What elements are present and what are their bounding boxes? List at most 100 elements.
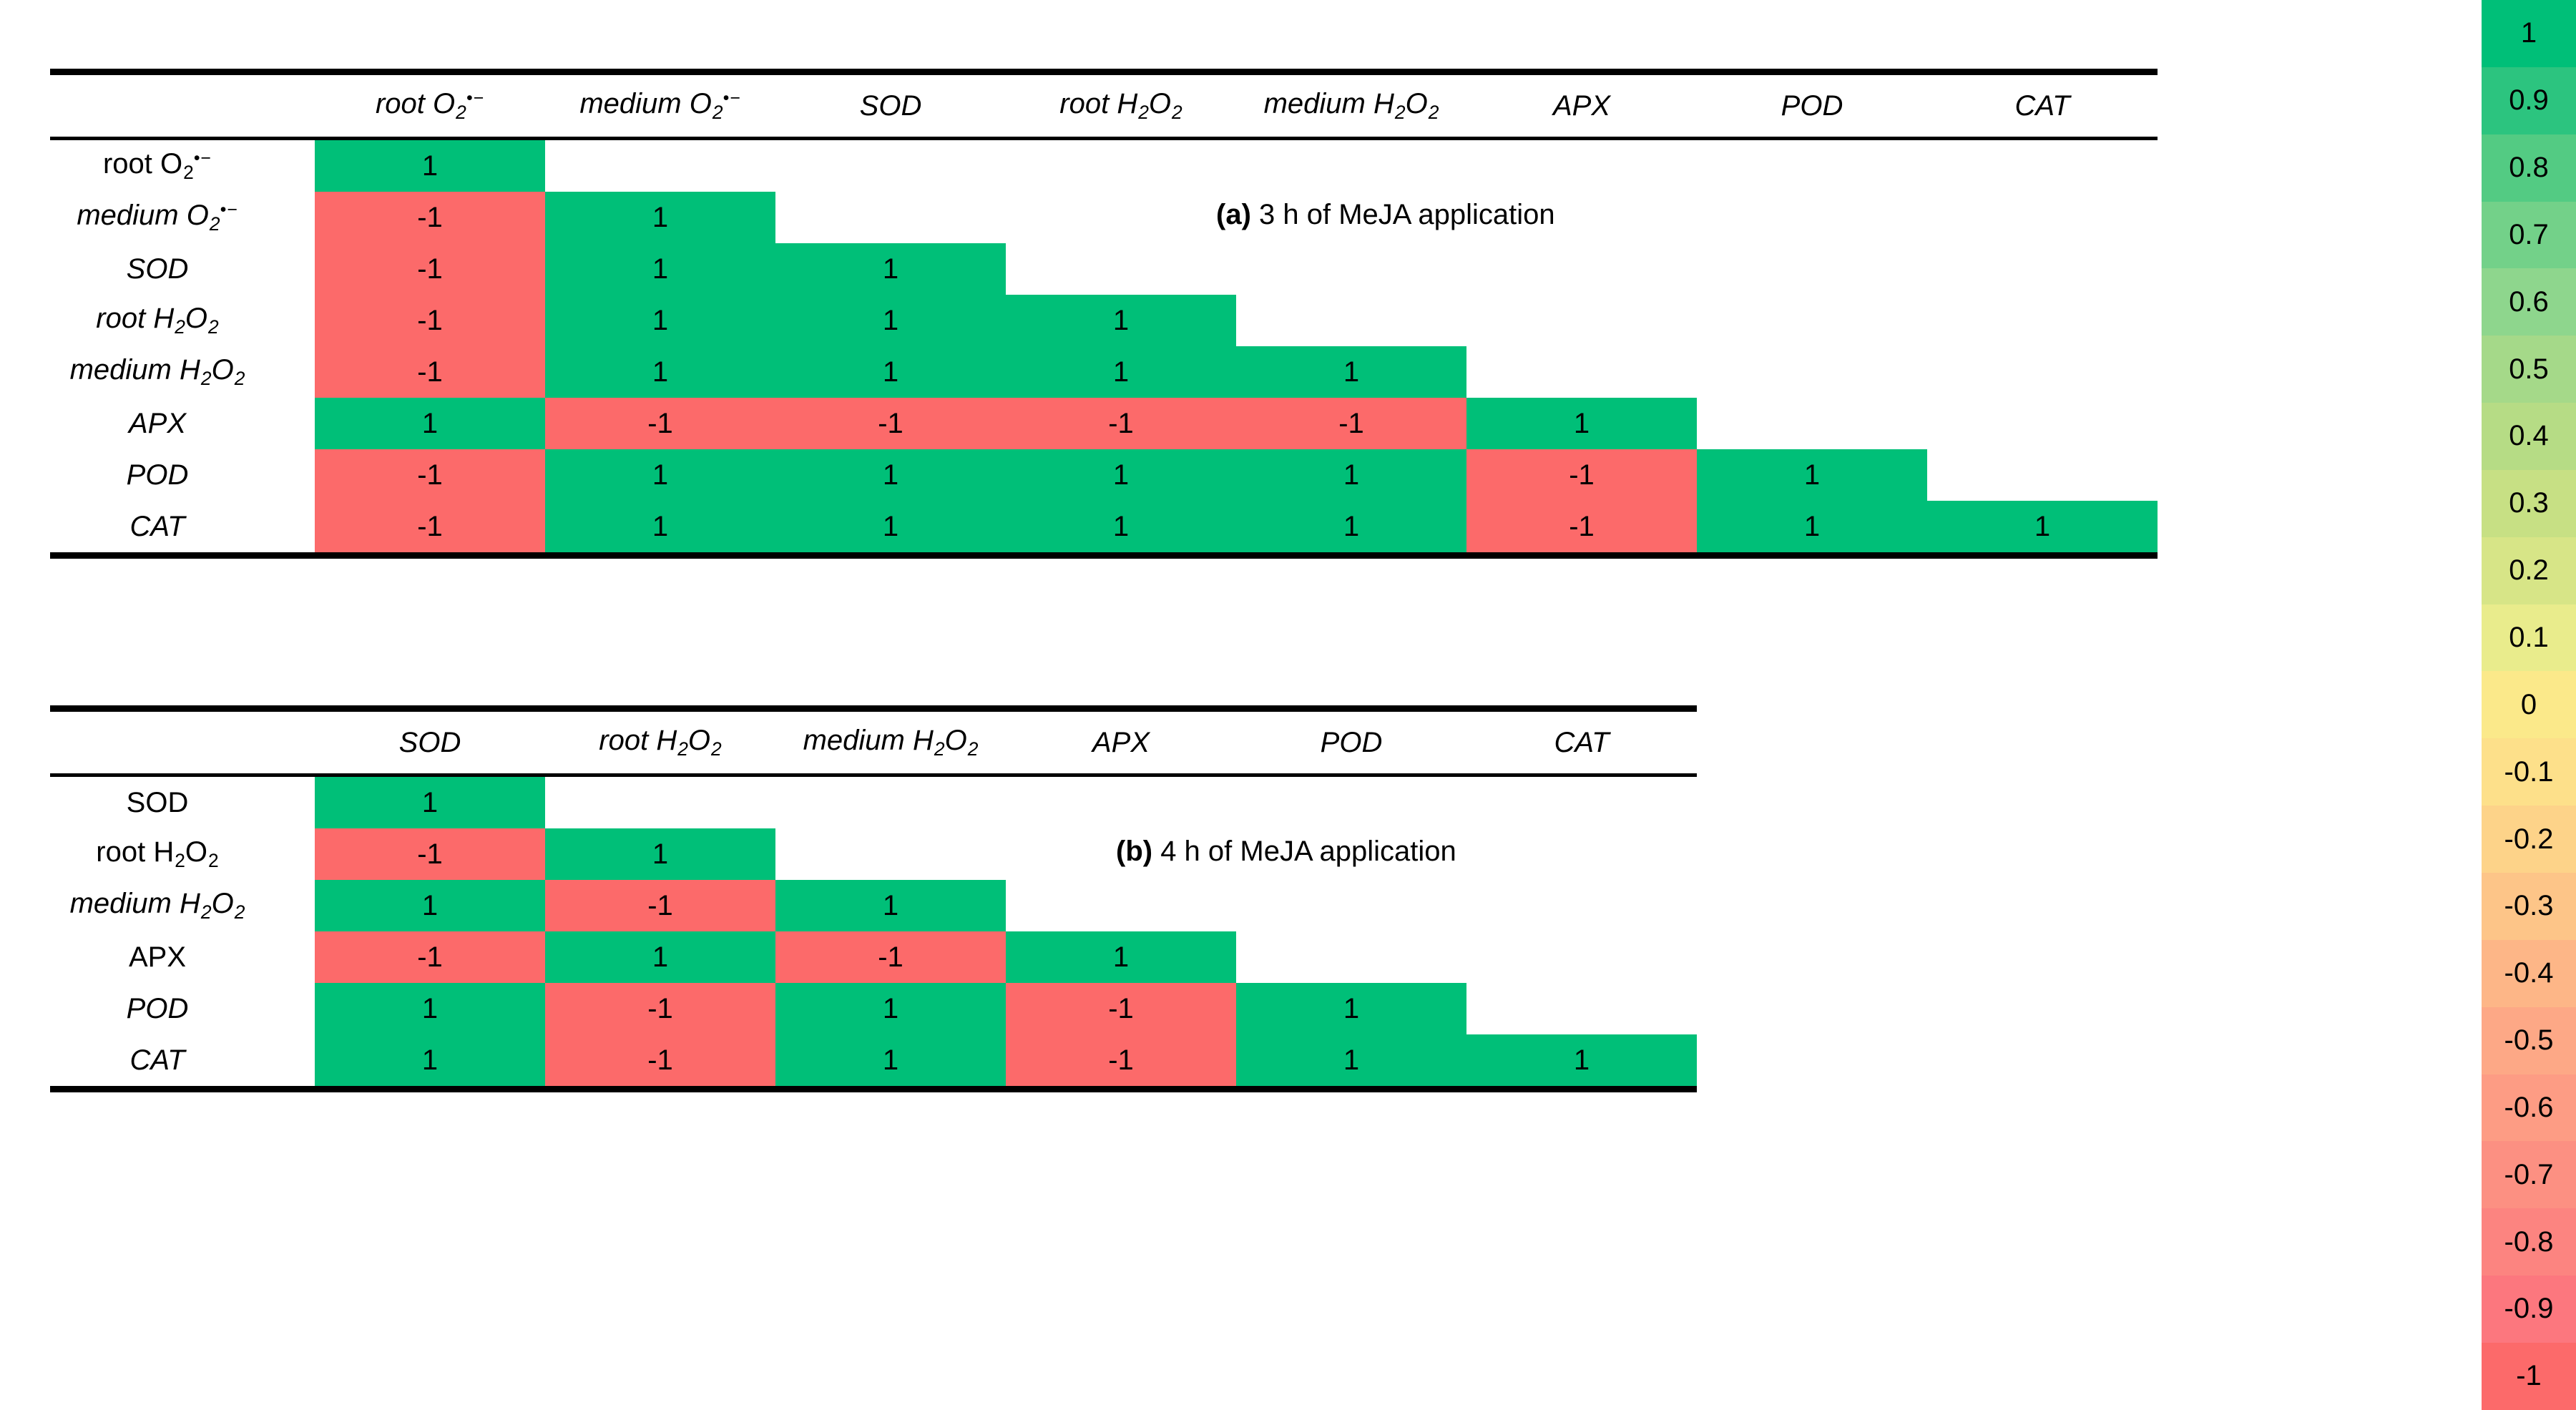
legend-swatch: -0.9 — [2482, 1276, 2576, 1343]
column-header: SOD — [859, 89, 922, 122]
column-header: CAT — [2014, 89, 2070, 122]
row-header: root H2O2 — [96, 836, 219, 871]
matrix-cell — [1466, 777, 1697, 828]
matrix-cell: 1 — [775, 346, 1006, 398]
legend-swatch: -0.3 — [2482, 872, 2576, 940]
matrix-cell — [1927, 243, 2158, 295]
matrix-cell — [1927, 295, 2158, 346]
row-header: root O2•− — [102, 148, 212, 183]
matrix-cell: 1 — [545, 243, 775, 295]
matrix-cell — [1466, 140, 1697, 192]
matrix-cell: 1 — [775, 449, 1006, 501]
matrix-cell: -1 — [1466, 501, 1697, 552]
row-header: medium O2•− — [77, 200, 238, 235]
legend-swatch: -0.7 — [2482, 1141, 2576, 1209]
matrix-cell — [1466, 880, 1697, 931]
matrix-cell: 1 — [315, 777, 545, 828]
matrix-cell — [1006, 243, 1236, 295]
legend-swatch: -0.6 — [2482, 1074, 2576, 1142]
legend-swatch: -0.2 — [2482, 806, 2576, 873]
panel-top-rule — [50, 69, 2158, 75]
row-header: SOD — [126, 786, 189, 818]
panel-caption-text: 3 h of MeJA application — [1250, 199, 1555, 230]
row-header: CAT — [129, 1044, 185, 1076]
matrix-cell — [1927, 346, 2158, 398]
matrix-cell: 1 — [1236, 449, 1466, 501]
matrix-cell: 1 — [545, 931, 775, 983]
matrix-cell — [1697, 192, 1927, 243]
matrix-cell — [775, 192, 1006, 243]
matrix-cell — [775, 140, 1006, 192]
row-header: CAT — [129, 510, 185, 542]
matrix-cell — [1927, 398, 2158, 449]
row-header: root H2O2 — [96, 303, 219, 338]
row-header: SOD — [126, 253, 189, 285]
matrix-cell — [1466, 931, 1697, 983]
table-row: SOD 1 — [0, 777, 1697, 828]
matrix-cell — [1236, 931, 1466, 983]
matrix-cell: 1 — [775, 295, 1006, 346]
matrix-cell — [775, 828, 1006, 880]
legend-swatch: 0.4 — [2482, 403, 2576, 470]
matrix-cell: 1 — [775, 880, 1006, 931]
matrix-cell: 1 — [1006, 931, 1236, 983]
matrix-cell — [1466, 295, 1697, 346]
matrix-cell: 1 — [1006, 449, 1236, 501]
matrix-cell — [1466, 243, 1697, 295]
column-header: CAT — [1554, 726, 1610, 758]
table-row: root O2•− 1 — [0, 140, 2158, 192]
panel-caption: (b) 4 h of MeJA application — [1116, 836, 1456, 868]
legend-swatch: -0.4 — [2482, 939, 2576, 1007]
matrix-cell: 1 — [1697, 501, 1927, 552]
matrix-cell: 1 — [315, 140, 545, 192]
matrix-cell — [1006, 140, 1236, 192]
matrix-cell: 1 — [1236, 1034, 1466, 1086]
matrix-cell: 1 — [545, 192, 775, 243]
panel-bottom-rule — [50, 1086, 1697, 1092]
matrix-cell — [1466, 983, 1697, 1034]
matrix-cell — [1466, 346, 1697, 398]
column-header: APX — [1092, 726, 1150, 758]
matrix-cell — [545, 140, 775, 192]
column-header: medium H2O2 — [1263, 88, 1439, 123]
matrix-cell: -1 — [1006, 1034, 1236, 1086]
legend-swatch: 0.2 — [2482, 537, 2576, 604]
matrix-cell — [1006, 880, 1236, 931]
matrix-cell: -1 — [315, 346, 545, 398]
matrix-cell: -1 — [315, 501, 545, 552]
legend-swatch: 0.6 — [2482, 268, 2576, 336]
column-header: root H2O2 — [599, 725, 722, 760]
matrix-cell: 1 — [1236, 501, 1466, 552]
matrix-cell — [775, 777, 1006, 828]
matrix-cell: 1 — [1006, 501, 1236, 552]
header-corner-spacer — [0, 75, 315, 137]
legend-swatch: 0 — [2482, 671, 2576, 739]
matrix-cell: 1 — [315, 398, 545, 449]
matrix-cell: 1 — [1466, 398, 1697, 449]
matrix-cell: -1 — [1006, 398, 1236, 449]
matrix-cell — [1006, 777, 1236, 828]
legend-swatch: 0.1 — [2482, 604, 2576, 672]
row-header: medium H2O2 — [69, 888, 245, 923]
matrix-cell — [1236, 243, 1466, 295]
column-header: SOD — [398, 726, 461, 758]
matrix-area: root O2•− medium O2•− SOD root H2O2 medium H… — [0, 69, 2158, 1092]
row-header: POD — [126, 459, 189, 491]
matrix-cell — [1927, 140, 2158, 192]
matrix-cell — [1927, 192, 2158, 243]
panel-header-rule — [50, 137, 2158, 140]
column-header: medium O2•− — [579, 88, 741, 123]
